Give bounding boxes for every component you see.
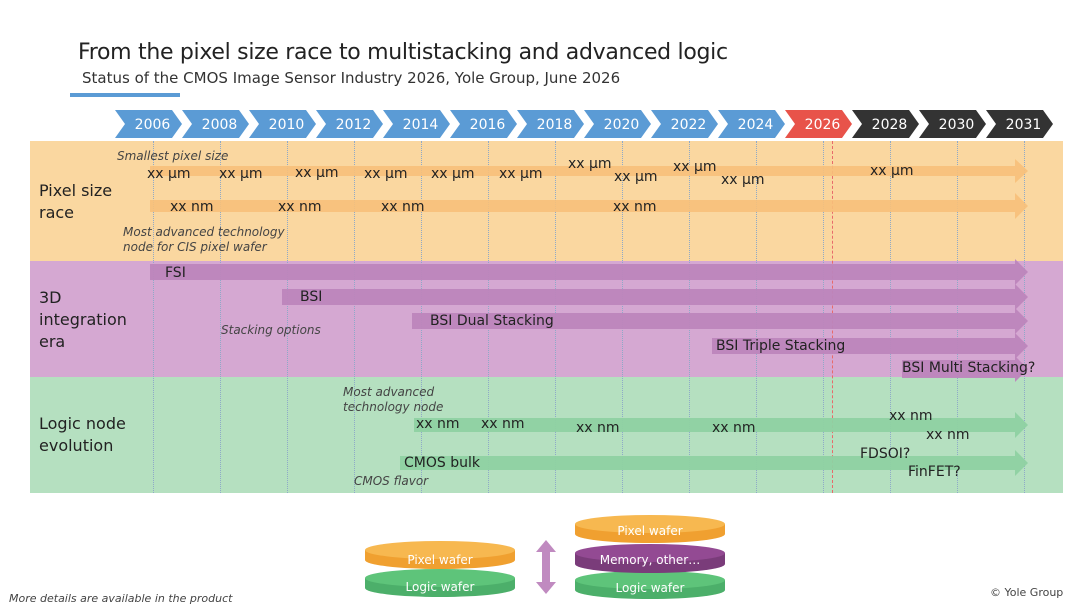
bsi-triple-label: BSI Triple Stacking	[716, 338, 846, 354]
copyright: © Yole Group	[990, 586, 1064, 599]
logic-nm-value: xx nm	[926, 427, 970, 443]
bsi-triple-arrow	[712, 333, 1028, 359]
logic-nm-value: xx nm	[712, 420, 756, 436]
page-title: From the pixel size race to multistackin…	[78, 40, 728, 65]
timeline-year-2016: 2016	[469, 117, 506, 133]
pixel-um-value: xx µm	[219, 166, 263, 182]
timeline-chevrons	[115, 110, 1053, 138]
bsi-dual-arrow	[412, 308, 1028, 334]
pixel-nm-value: xx nm	[170, 199, 214, 215]
fsi-label: FSI	[165, 265, 186, 281]
cmos-flavor-note: CMOS flavor	[354, 474, 429, 488]
wafer-stack-diagram	[365, 515, 725, 599]
smallest-pixel-note: Smallest pixel size	[117, 149, 229, 163]
pixel-um-value: xx µm	[147, 166, 191, 182]
left-pixel-wafer-label: Pixel wafer	[407, 553, 473, 567]
bsi-multi-label: BSI Multi Stacking?	[902, 360, 1036, 376]
timeline-chevron-2024	[718, 110, 785, 138]
timeline-chevron-2030	[919, 110, 986, 138]
bsi-arrow	[282, 284, 1028, 310]
timeline-chevron-2020	[584, 110, 651, 138]
stacking-options-note: Stacking options	[221, 323, 321, 337]
timeline-year-2024: 2024	[737, 117, 774, 133]
timeline-year-2020: 2020	[603, 117, 640, 133]
timeline-year-2014: 2014	[402, 117, 439, 133]
timeline-chevron-2008	[182, 110, 249, 138]
left-logic-wafer	[365, 569, 515, 597]
page-subtitle: Status of the CMOS Image Sensor Industry…	[82, 69, 621, 87]
fsi-arrow	[150, 259, 1028, 285]
timeline-year-2030: 2030	[938, 117, 975, 133]
timeline-chevron-2014	[383, 110, 450, 138]
timeline-chevron-2006	[115, 110, 182, 138]
timeline-chevron-2018	[517, 110, 584, 138]
right-memory-wafer-label: Memory, other…	[599, 553, 701, 567]
logic-nm-value: xx nm	[481, 416, 525, 432]
pixel-um-value: xx µm	[364, 166, 408, 182]
left-logic-wafer-label: Logic wafer	[405, 580, 475, 594]
right-pixel-wafer	[575, 515, 725, 543]
timeline-chevron-2010	[249, 110, 316, 138]
pixel-nm-value: xx nm	[278, 199, 322, 215]
gridline-2008	[219, 141, 221, 493]
timeline-year-2026: 2026	[804, 117, 841, 133]
pixel-um-value: xx µm	[721, 172, 765, 188]
logic-nm-value: xx nm	[416, 416, 460, 432]
fdsoi-label: FDSOI?	[860, 446, 911, 462]
timeline-year-2028: 2028	[871, 117, 908, 133]
tech-node-note: Most advanced technology node for CIS pi…	[123, 225, 285, 254]
finfet-label: FinFET?	[908, 464, 961, 480]
right-logic-wafer	[575, 571, 725, 599]
cmos-flavor-arrow	[400, 450, 1028, 476]
timeline-year-2018: 2018	[536, 117, 573, 133]
pixel-um-value: xx µm	[295, 165, 339, 181]
timeline-year-2008: 2008	[201, 117, 238, 133]
bsi-label: BSI	[300, 289, 323, 305]
timeline-year-2010: 2010	[268, 117, 305, 133]
logic-band	[30, 377, 1063, 493]
timeline-chevron-2012	[316, 110, 383, 138]
integration-band-label: 3D integration era	[39, 288, 127, 351]
gridline-2010	[286, 141, 288, 493]
gridline-2012	[353, 141, 355, 493]
logic-nm-value: xx nm	[889, 408, 933, 424]
pixel-um-value: xx µm	[499, 166, 543, 182]
pixel-band-label: Pixel size race	[39, 181, 113, 222]
footer-note: More details are available in the produc…	[9, 592, 233, 605]
timeline-chevron-2031	[986, 110, 1053, 138]
logic-nm-value: xx nm	[576, 420, 620, 436]
double-arrow-icon	[536, 540, 556, 594]
pixel-nm-value: xx nm	[381, 199, 425, 215]
gridline-2006	[152, 141, 154, 493]
cmos-bulk-label: CMOS bulk	[404, 455, 480, 471]
pixel-nm-value: xx nm	[613, 199, 657, 215]
left-pixel-wafer	[365, 541, 515, 569]
pixel-um-value: xx µm	[870, 163, 914, 179]
timeline-year-2022: 2022	[670, 117, 707, 133]
timeline-chevron-2026	[785, 110, 852, 138]
timeline-chevron-2028	[852, 110, 919, 138]
right-memory-wafer	[575, 544, 725, 573]
right-pixel-wafer-label: Pixel wafer	[617, 524, 683, 538]
logic-nm-arrow	[414, 412, 1028, 438]
title-underline	[70, 93, 180, 97]
timeline-year-2012: 2012	[335, 117, 372, 133]
timeline-chevron-2016	[450, 110, 517, 138]
timeline-chevron-2022	[651, 110, 718, 138]
bsi-multi-arrow	[902, 356, 1028, 382]
pixel-um-value: xx µm	[431, 166, 475, 182]
pixel-um-arrow	[150, 159, 1028, 183]
right-logic-wafer-label: Logic wafer	[615, 581, 685, 595]
pixel-um-value: xx µm	[614, 169, 658, 185]
timeline-year-2006: 2006	[134, 117, 171, 133]
logic-band-label: Logic node evolution	[39, 414, 126, 455]
timeline-year-2031: 2031	[1005, 117, 1042, 133]
advanced-node-note: Most advanced technology node	[343, 385, 444, 414]
pixel-um-value: xx µm	[673, 159, 717, 175]
pixel-nm-arrow	[150, 193, 1028, 219]
bsi-dual-label: BSI Dual Stacking	[430, 313, 554, 329]
pixel-um-value: xx µm	[568, 156, 612, 172]
